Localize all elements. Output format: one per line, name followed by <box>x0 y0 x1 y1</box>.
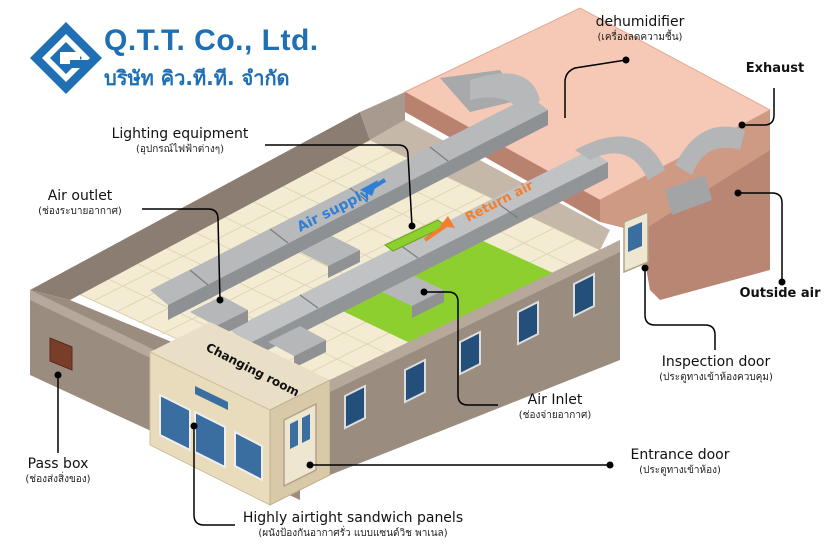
air-supply-arrow <box>360 178 387 196</box>
company-name-th: บริษัท คิว.ที.ที. จำกัด <box>104 66 290 90</box>
leader-lines <box>57 59 783 526</box>
label-sandwich-panels: Highly airtight sandwich panels (ผนังป้อ… <box>242 510 464 539</box>
label-dehumidifier: dehumidifier (เครื่องลดความชื้น) <box>595 14 685 43</box>
green-floor-zone <box>330 235 590 362</box>
label-air-outlet: Air outlet (ช่องระบายอากาศ) <box>38 188 122 217</box>
label-lighting-equipment: Lighting equipment (อุปกรณ์ไฟฟ้าต่างๆ) <box>111 126 249 155</box>
return-air-arrow <box>423 216 455 242</box>
label-inspection-door: Inspection door (ประตูทางเข้าห้องควบคุม) <box>659 354 773 383</box>
label-entrance-door: Entrance door (ประตูทางเข้าห้อง) <box>630 447 730 476</box>
duct-system <box>150 70 745 368</box>
company-logo-icon <box>30 22 102 94</box>
right-front-wall <box>330 240 620 475</box>
label-outside-air: Outside air <box>739 286 821 301</box>
company-logo: Q.T.T. Co., Ltd. บริษัท คิว.ที.ที. จำกัด <box>30 20 350 90</box>
label-exhaust: Exhaust <box>745 61 805 76</box>
company-name-en: Q.T.T. Co., Ltd. <box>104 24 319 57</box>
dehumidifier-building <box>403 7 772 300</box>
pass-box <box>49 337 73 371</box>
leader-dots <box>54 56 786 469</box>
changing-room-block <box>149 322 331 506</box>
label-air-inlet: Air Inlet (ช่องจ่ายอากาศ) <box>518 392 592 421</box>
label-pass-box: Pass box (ช่องส่งสิ่งของ) <box>25 456 91 485</box>
